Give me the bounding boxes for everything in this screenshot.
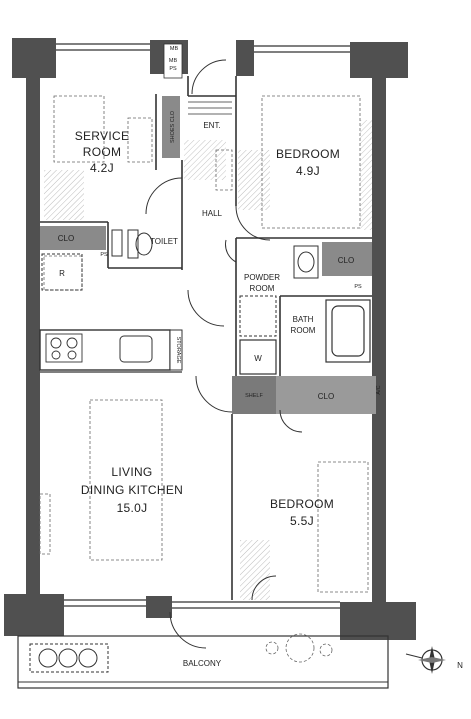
bedroom-ps-label: PS (354, 284, 362, 290)
service-room-label-2: ROOM (83, 145, 122, 159)
ldk-label-1: LIVING (111, 465, 152, 479)
washer-box (239, 339, 277, 375)
clo-bath-block (276, 376, 376, 414)
bath-room-label-1: BATH (293, 315, 314, 324)
room-labels: SERVICE ROOM 4.2J BEDROOM 4.9J LIVING DI… (58, 46, 463, 670)
clo-bedroom-north-block (322, 242, 372, 276)
ldk-label-2: DINING KITCHEN (81, 483, 183, 497)
toilet-label: TOILET (150, 237, 178, 246)
wall-top-right-block (236, 40, 254, 76)
balcony (17, 633, 389, 689)
balcony-label: BALCONY (183, 659, 222, 668)
clo-service-block (40, 226, 106, 250)
toilet-ps-label: PS (100, 252, 108, 258)
kitchen-storage-label: STORAGE (175, 337, 181, 364)
clo-bath-label: CLO (318, 392, 334, 401)
balcony-furniture (265, 633, 333, 663)
shelf-label: SHELF (245, 393, 263, 399)
entrance-steps (188, 101, 232, 115)
sink-icon (119, 335, 153, 363)
wall-left (26, 76, 40, 594)
powder-room-label-2: ROOM (250, 284, 275, 293)
entry-ps-block (163, 43, 183, 79)
wall-bottom-left-block (4, 594, 64, 636)
washer-label: W (254, 354, 262, 363)
service-room-size: 4.2J (90, 161, 114, 175)
bedroom-south-size: 5.5J (290, 514, 314, 528)
powder-room-label-1: POWDER (244, 273, 280, 282)
doors (145, 59, 303, 649)
shoes-clo-block (162, 96, 180, 158)
wall-bottom-far-right (372, 602, 416, 640)
wall-top-far-right-block (350, 42, 408, 78)
bedroom-north-size: 4.9J (296, 164, 320, 178)
shelf-block (232, 376, 276, 414)
bedroom-north-label: BEDROOM (276, 147, 340, 161)
ldk-size: 15.0J (117, 501, 148, 515)
hall-label: HALL (202, 209, 223, 218)
hatched-areas (44, 120, 372, 600)
refrigerator-label: R (59, 269, 65, 278)
bathtub (325, 299, 371, 363)
wall-top-left-block (12, 38, 56, 78)
service-room-label-1: SERVICE (75, 129, 130, 143)
kitchen-storage-unit (169, 329, 183, 371)
washbasin (239, 245, 319, 337)
refrigerator-box (41, 253, 83, 291)
ac-unit-label: A/C (376, 385, 382, 394)
windows-top (56, 43, 350, 609)
entry-mb-label: MB (169, 58, 178, 64)
wall-bottom-right-block (340, 602, 372, 640)
bath-room-label-2: ROOM (291, 326, 316, 335)
aircon-outdoor-units (29, 643, 109, 673)
kitchen-counter-body (39, 329, 171, 371)
toilet-fixture (111, 229, 153, 259)
wall-bottom-mid-block (146, 596, 172, 618)
interior-walls (40, 76, 372, 600)
entry-ps-label: PS (169, 66, 177, 72)
bedroom-south-label: BEDROOM (270, 497, 334, 511)
meter-box-label: MB (170, 46, 179, 52)
compass-icon (405, 646, 446, 674)
closets (40, 43, 376, 414)
stove-icon (45, 333, 83, 363)
clo-service-label: CLO (58, 234, 74, 243)
wall-right (372, 76, 386, 606)
entrance-label: ENT. (203, 121, 220, 130)
balcony-floor (17, 635, 389, 689)
kitchen-counter (39, 329, 183, 373)
compass-north-label: N (457, 661, 463, 670)
shoes-clo-label: SHOES CLO (170, 110, 176, 143)
clo-bedroom-north-label: CLO (338, 256, 354, 265)
